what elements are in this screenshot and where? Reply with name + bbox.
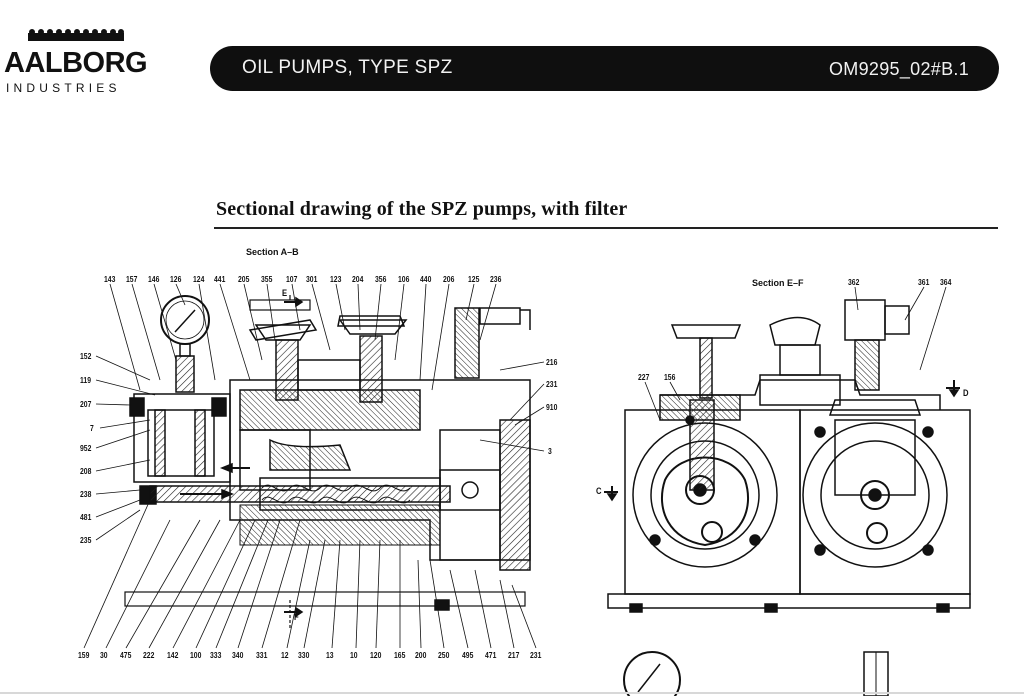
page-bottom-rule [0, 692, 1024, 694]
pump-section-e-f [604, 286, 971, 696]
part-number: 952 [80, 444, 92, 453]
part-number: 222 [143, 651, 155, 660]
part-number: 157 [126, 275, 138, 284]
part-number: 331 [256, 651, 268, 660]
part-number: 362 [848, 278, 860, 287]
part-number: 440 [420, 275, 432, 284]
part-number: 152 [80, 352, 92, 361]
part-number: 120 [370, 651, 382, 660]
part-number: 124 [193, 275, 205, 284]
part-number: 100 [190, 651, 202, 660]
part-number: 227 [638, 373, 650, 382]
logo-name: AALBORG [4, 47, 148, 79]
part-number: 301 [306, 275, 318, 284]
part-number: 165 [394, 651, 406, 660]
logo-flame-icon [28, 29, 124, 41]
part-number: 333 [210, 651, 222, 660]
part-number: 231 [530, 651, 542, 660]
part-number: 156 [664, 373, 676, 382]
section-divider [214, 227, 998, 229]
part-number: 471 [485, 651, 497, 660]
section-title: Sectional drawing of the SPZ pumps, with… [216, 198, 628, 220]
document-title: OIL PUMPS, TYPE SPZ [242, 57, 453, 78]
part-number: 356 [375, 275, 387, 284]
part-number: 206 [443, 275, 455, 284]
part-number: 143 [104, 275, 116, 284]
part-number: 441 [214, 275, 226, 284]
part-number: 123 [330, 275, 342, 284]
part-number: 364 [940, 278, 952, 287]
section-marker-d: D [963, 388, 969, 398]
part-number: 495 [462, 651, 474, 660]
part-number: 142 [167, 651, 179, 660]
part-number: 125 [468, 275, 480, 284]
part-number: 235 [80, 536, 92, 545]
pump-section-a-b [83, 283, 545, 649]
part-number: 236 [490, 275, 502, 284]
part-number: 207 [80, 400, 92, 409]
part-number: 217 [508, 651, 520, 660]
part-number: 126 [170, 275, 182, 284]
part-number: 7 [90, 424, 94, 433]
logo-subtitle: INDUSTRIES [6, 81, 121, 95]
document-code: OM9295_02#B.1 [829, 59, 969, 79]
part-number: 361 [918, 278, 930, 287]
part-number: 231 [546, 380, 558, 389]
part-number: 3 [548, 447, 552, 456]
part-number: 910 [546, 403, 558, 412]
part-number: 13 [326, 651, 334, 660]
part-number: 159 [78, 651, 90, 660]
document-header: OIL PUMPS, TYPE SPZ OM9295_02#B.1 [210, 46, 999, 91]
part-number: 10 [350, 651, 358, 660]
part-number: 340 [232, 651, 244, 660]
part-number: 107 [286, 275, 298, 284]
part-number: 119 [80, 376, 91, 385]
part-number: 330 [298, 651, 310, 660]
section-marker-e: E [282, 288, 288, 298]
part-number: 475 [120, 651, 132, 660]
part-number: 30 [100, 651, 108, 660]
part-number: 106 [398, 275, 410, 284]
part-number: 481 [80, 513, 92, 522]
section-marker-f: F [294, 612, 299, 622]
part-number: 238 [80, 490, 92, 499]
part-number: 355 [261, 275, 273, 284]
part-number: 12 [281, 651, 289, 660]
section-e-f-label: Section E–F [752, 278, 804, 288]
part-number: 146 [148, 275, 160, 284]
section-a-b-label: Section A–B [246, 247, 299, 257]
part-number: 208 [80, 467, 92, 476]
part-number: 216 [546, 358, 558, 367]
part-number: 250 [438, 651, 450, 660]
part-number: 204 [352, 275, 364, 284]
part-number: 200 [415, 651, 427, 660]
aalborg-logo: AALBORG INDUSTRIES [4, 28, 154, 98]
part-number: 205 [238, 275, 250, 284]
section-marker-c: C [596, 486, 602, 496]
